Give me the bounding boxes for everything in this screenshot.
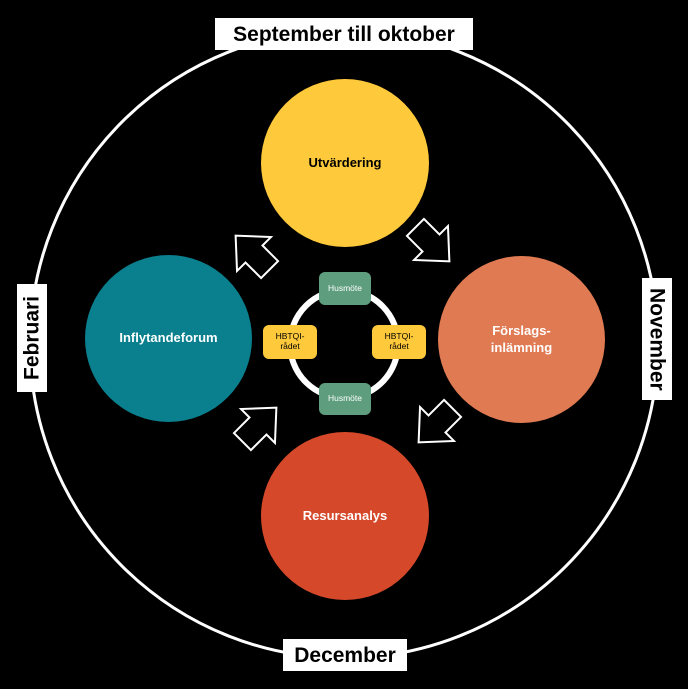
inner-husmote-top-label: Husmöte [327,282,362,293]
label-right: November [642,278,672,400]
inner-hbtqi-left-label: HBTQI- rådet [275,331,305,351]
circle-resursanalys-label: Resursanalys [302,507,388,523]
label-left: Februari [17,284,47,392]
circle-inflytandeforum-label: Inflytandeforum [119,330,218,346]
arrow-top-right-icon [405,217,451,263]
inner-husmote-bottom-label: Husmöte [327,393,362,404]
label-top: September till oktober [215,18,473,50]
circle-resursanalys: Resursanalys [261,432,429,600]
inner-husmote-bottom: Husmöte [319,383,371,415]
inner-husmote-top: Husmöte [319,272,371,305]
inner-hbtqi-left: HBTQI- rådet [263,325,317,359]
circle-forslagsinlamning: Förslags- inlämning [438,256,605,423]
circle-utvardering-label: Utvärdering [308,154,382,170]
arrow-bottom-left-icon [232,406,278,452]
arrow-bottom-right-icon [417,398,463,444]
circle-forslagsinlamning-label: Förslags- inlämning [490,323,553,355]
inner-hbtqi-right: HBTQI- rådet [372,325,426,359]
inner-hbtqi-right-label: HBTQI- rådet [384,331,414,351]
circle-utvardering: Utvärdering [261,79,429,247]
label-bottom: December [283,639,407,671]
circle-inflytandeforum: Inflytandeforum [85,255,252,422]
arrow-top-left-icon [234,234,280,280]
